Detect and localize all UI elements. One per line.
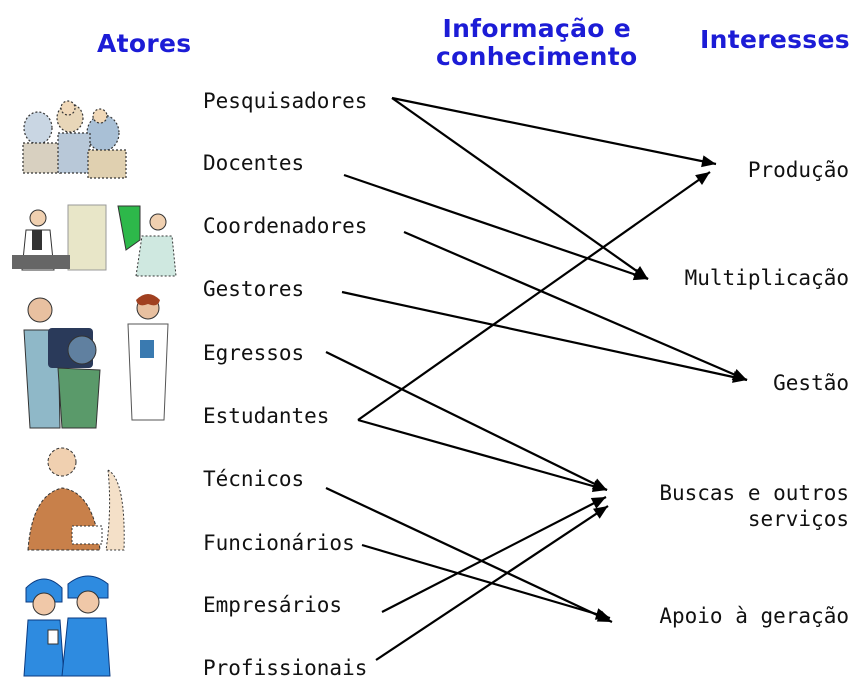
- arrowhead: [593, 506, 608, 519]
- actor-profissionais: Profissionais: [203, 656, 368, 680]
- connection-line: [357, 171, 711, 421]
- connection-line: [381, 496, 607, 613]
- information-header: Informação e conhecimento: [436, 15, 637, 71]
- actor-pesquisadores: Pesquisadores: [203, 89, 368, 113]
- arrowhead: [591, 480, 607, 492]
- information-header-line1: Informação e: [442, 14, 631, 43]
- connection-line: [341, 290, 748, 382]
- connection-line: [391, 97, 649, 280]
- teachers-clipart-icon: [12, 204, 177, 277]
- connection-line: [375, 505, 609, 661]
- arrowhead: [701, 155, 716, 168]
- business-people-clipart-icon: [23, 575, 111, 677]
- interest-buscas: Buscas e outros serviços: [659, 481, 849, 531]
- arrowhead: [590, 497, 606, 509]
- connection-line: [357, 418, 608, 492]
- interests-header: Interesses: [700, 25, 850, 54]
- connection-line: [403, 230, 748, 382]
- interest-producao: Produção: [747, 158, 849, 182]
- connection-line: [343, 173, 649, 281]
- arrowhead: [695, 172, 710, 185]
- actor-estudantes: Estudantes: [203, 404, 330, 428]
- actors-header: Atores: [97, 29, 192, 58]
- interest-multiplicacao: Multiplicação: [684, 266, 849, 290]
- actor-empresarios: Empresários: [203, 593, 343, 617]
- actor-coordenadores: Coordenadores: [203, 214, 368, 238]
- interest-gestao: Gestão: [773, 371, 849, 395]
- actor-funcionarios: Funcionários: [203, 531, 355, 555]
- arrowhead: [632, 268, 648, 281]
- connection-line: [325, 487, 613, 623]
- connection-line: [391, 96, 717, 166]
- actor-docentes: Docentes: [203, 151, 305, 175]
- technician-clipart-icon: [27, 447, 125, 551]
- actor-tecnicos: Técnicos: [203, 467, 305, 491]
- connection-line: [325, 351, 608, 491]
- actor-egressos: Egressos: [203, 341, 305, 365]
- managers-clipart-icon: [23, 294, 169, 429]
- information-header-line2: conhecimento: [436, 42, 638, 71]
- actor-gestores: Gestores: [203, 277, 305, 301]
- interest-apoio: Apoio à geração: [659, 604, 849, 628]
- connection-line: [361, 543, 611, 620]
- researchers-clipart-icon: [22, 100, 127, 179]
- arrowhead: [732, 371, 747, 383]
- arrowhead: [594, 608, 610, 620]
